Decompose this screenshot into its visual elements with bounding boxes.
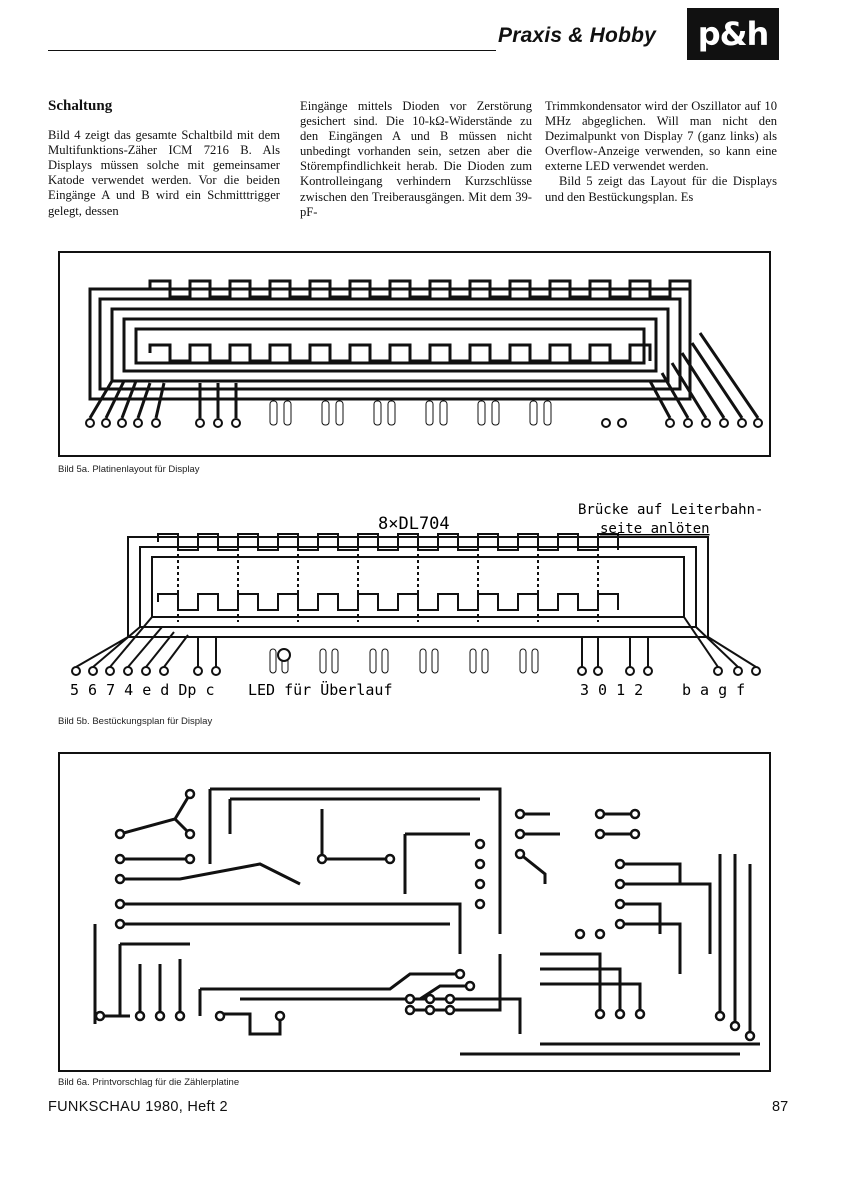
figure-5b-assembly-plan: 8×DL704 Brücke auf Leiterbahn- seite anl… [58, 497, 771, 707]
section-heading: Schaltung [48, 98, 113, 114]
paragraph-1: Bild 4 zeigt das gesamte Schaltbild mit … [48, 128, 280, 218]
bridge-note-line-2: seite anlöten [600, 521, 710, 537]
figure-5a-pcb-layout [58, 251, 771, 457]
display-type-label: 8×DL704 [378, 514, 450, 534]
pin-labels-right-digits: 3 0 1 2 [580, 681, 643, 699]
paragraph-3: Trimmkondensator wird der Oszillator auf… [545, 99, 777, 174]
text-column-3: Trimmkondensator wird der Oszillator auf… [545, 99, 777, 205]
pcb-5b-artwork: 8×DL704 Brücke auf Leiterbahn- seite anl… [70, 502, 763, 699]
figure-6a-counter-board [58, 752, 771, 1072]
ph-logo: p&h [687, 8, 779, 60]
caption-figure-5b: Bild 5b. Bestückungsplan für Display [58, 716, 213, 727]
text-column-1: Schaltung Bild 4 zeigt das gesamte Schal… [48, 98, 280, 219]
pin-labels-right-segments: b a g f [682, 681, 745, 699]
logo-text: p&h [697, 15, 770, 53]
caption-figure-5a: Bild 5a. Platinenlayout für Display [58, 464, 200, 475]
footer-publication: FUNKSCHAU 1980, Heft 2 [48, 1099, 228, 1115]
text-column-2: Eingänge mittels Dioden vor Zerstörung g… [300, 99, 532, 220]
pcb-6a-artwork [93, 787, 760, 1056]
paragraph-2: Eingänge mittels Dioden vor Zerstörung g… [300, 99, 532, 219]
pin-label-led-overflow: LED für Überlauf [248, 680, 393, 699]
pin-labels-left: 5 6 7 4 e d Dp c [70, 681, 215, 699]
footer-page-number: 87 [772, 1099, 789, 1115]
header-title: Praxis & Hobby [498, 24, 657, 47]
paragraph-4: Bild 5 zeigt das Layout für die Displays… [545, 174, 777, 204]
caption-figure-6a: Bild 6a. Printvorschlag für die Zählerpl… [58, 1077, 240, 1088]
header-rule [48, 50, 496, 51]
pcb-5a-artwork [85, 279, 763, 428]
bridge-note-line-1: Brücke auf Leiterbahn- [578, 502, 763, 518]
